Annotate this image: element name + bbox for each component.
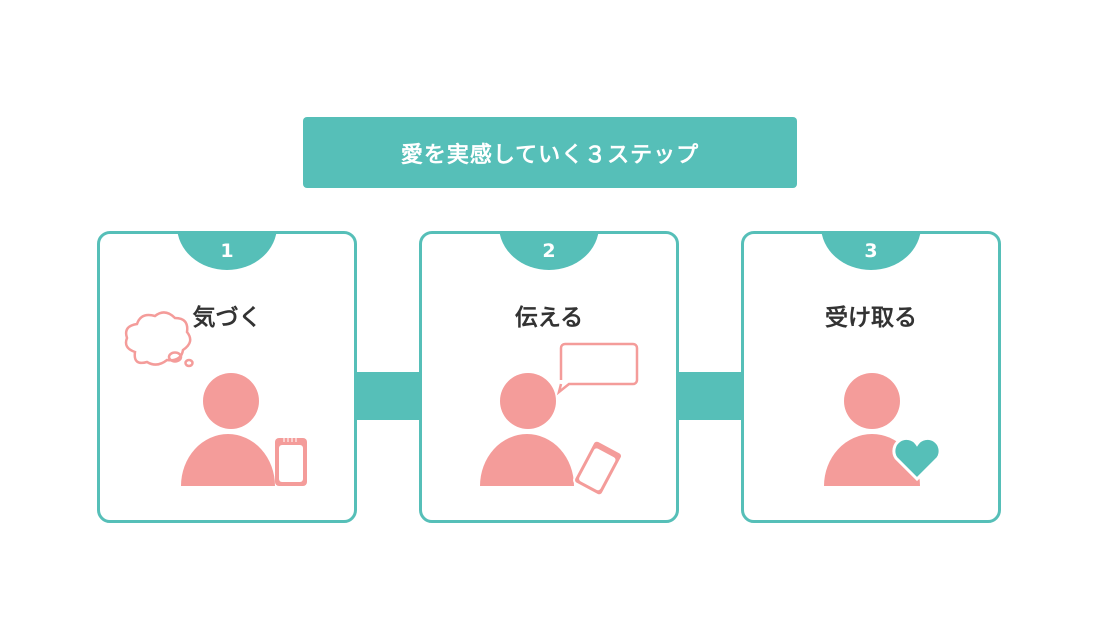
step-label: 伝える (514, 305, 584, 331)
step-label: 気づく (192, 305, 262, 331)
connector-1-2 (357, 372, 421, 420)
notepad-icon (275, 436, 307, 486)
step-number: 1 (220, 240, 234, 262)
heart-icon (892, 436, 942, 482)
step-label: 受け取る (825, 305, 917, 331)
person-thinking-icon (124, 311, 307, 486)
speech-bubble-icon (556, 342, 639, 396)
person-speaking-icon (480, 342, 639, 497)
step-number: 3 (864, 240, 878, 262)
thought-bubble-icon (124, 311, 192, 366)
step-number: 2 (542, 240, 556, 262)
connector-2-3 (679, 372, 743, 420)
step-card-3: 3 受け取る (741, 231, 1001, 523)
step-card-2: 2 伝える (419, 231, 679, 523)
person-receiving-icon (824, 373, 942, 486)
page-title: 愛を実感していく３ステップ (303, 117, 797, 188)
notepad-icon (573, 439, 623, 497)
step-card-1: 1 気づく (97, 231, 357, 523)
